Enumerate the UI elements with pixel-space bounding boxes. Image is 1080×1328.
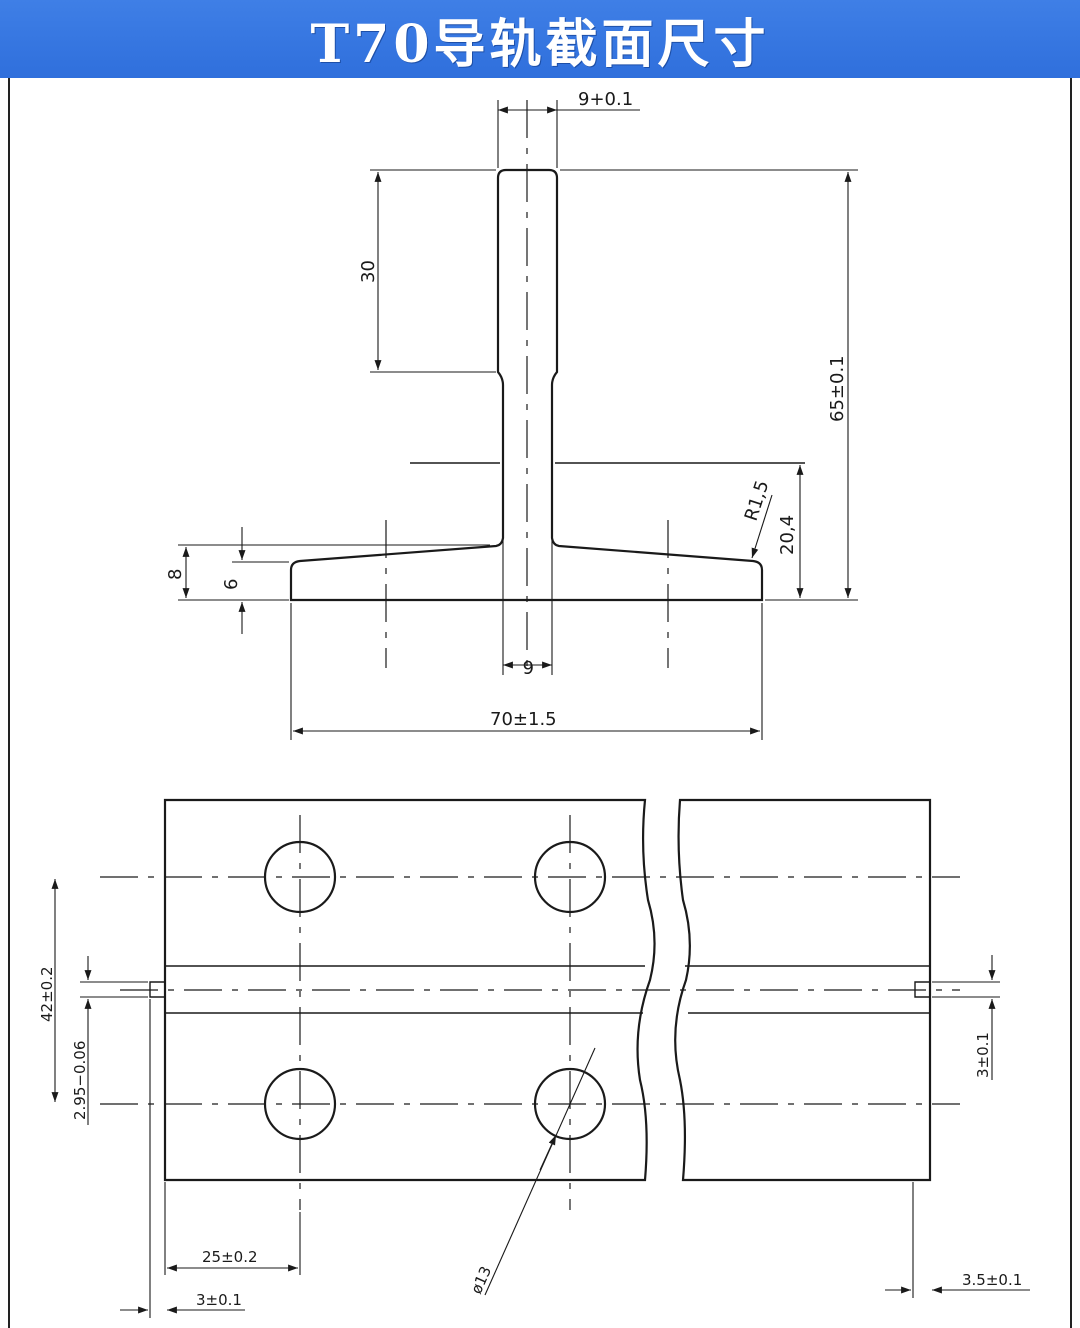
rail-side-view — [100, 798, 960, 1210]
end-margin-left-label: 3±0.1 — [196, 1291, 242, 1309]
dim-hole-diameter: ø13 — [467, 1047, 596, 1297]
dim-slot-height: 3±0.1 — [932, 955, 1000, 1080]
rail-profile-outline — [289, 168, 764, 602]
rail-cross-section — [289, 100, 805, 675]
dim-web-width: 6 — [502, 540, 553, 677]
slot-depth-label: 2.95−0.06 — [71, 1041, 89, 1120]
slot-height-label: 3±0.1 — [974, 1032, 992, 1078]
base-width-label: 70±1.5 — [490, 709, 557, 730]
page-title: T70导轨截面尺寸 — [310, 13, 770, 75]
web-height-label: 20,4 — [777, 515, 798, 555]
bolt-hole-bottom-left — [263, 1067, 337, 1141]
head-height-label: 30 — [358, 260, 379, 283]
dim-end-margin-left: 3±0.1 — [120, 999, 245, 1318]
dim-base-width: 70±1.5 — [290, 603, 763, 740]
hole-offset-label: 25±0.2 — [202, 1248, 258, 1266]
dim-base-thickness: 8 6 — [165, 527, 490, 634]
rail-left-segment — [163, 798, 656, 1182]
dim-hole-spacing: 42±0.2 — [38, 879, 59, 1102]
head-width-label: 9+0.1 — [578, 89, 633, 110]
dim-web-height: 20,4 — [777, 465, 804, 598]
web-width-label: 6 — [523, 656, 534, 677]
dim-slot-depth: 2.95−0.06 — [71, 956, 148, 1125]
dim-fillet-radius: R1,5 — [741, 478, 774, 559]
hole-diameter-label: ø13 — [467, 1263, 495, 1296]
base-edge-label: 6 — [221, 579, 242, 590]
dim-total-height: 65±0.1 — [560, 169, 858, 601]
bolt-hole-top-left — [263, 840, 337, 914]
rail-right-segment — [674, 798, 932, 1182]
dim-head-width: 9+0.1 — [497, 89, 640, 168]
end-margin-right-label: 3.5±0.1 — [962, 1271, 1022, 1289]
dim-head-height: 30 — [358, 169, 496, 373]
drawing-frame — [8, 78, 1072, 1328]
fillet-radius-label: R1,5 — [741, 478, 774, 524]
dim-end-margin-right: 3.5±0.1 — [885, 1182, 1030, 1298]
base-thickness-label: 8 — [165, 569, 186, 580]
bolt-hole-bottom-right — [533, 1067, 607, 1141]
bolt-hole-top-right — [533, 840, 607, 914]
title-banner: T70导轨截面尺寸 — [0, 0, 1080, 78]
total-height-label: 65±0.1 — [827, 355, 848, 422]
hole-spacing-label: 42±0.2 — [38, 966, 56, 1022]
dim-hole-offset: 25±0.2 — [164, 1182, 301, 1275]
